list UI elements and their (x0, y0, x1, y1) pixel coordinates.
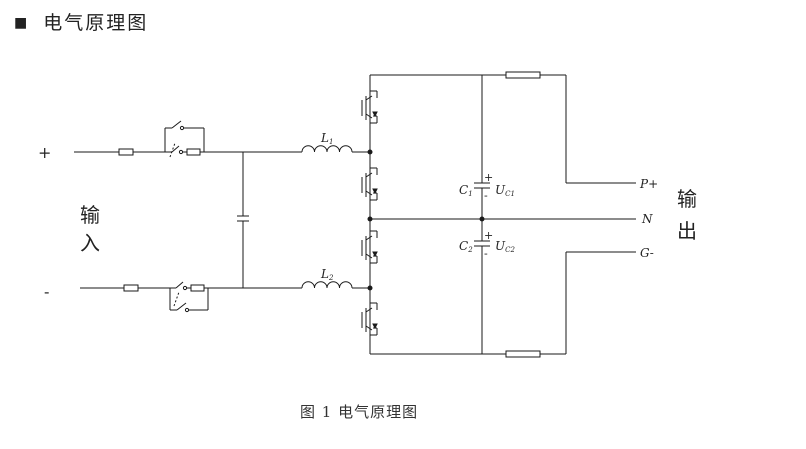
figure-caption: 图 1 电气原理图 (300, 403, 419, 421)
input-capacitor (237, 152, 249, 288)
capacitor-c1 (474, 182, 490, 241)
l1-label: L1 (320, 131, 333, 146)
igbt-3 (361, 230, 378, 264)
uc1-label: UC1 (495, 183, 515, 198)
inductor-l1 (301, 145, 370, 153)
c2-minus: - (484, 247, 488, 260)
junction-dot (367, 149, 373, 155)
top-input-rail (74, 120, 302, 158)
l2-label: L2 (320, 267, 334, 282)
output-fuse-top (505, 71, 636, 184)
capacitor-c2 (474, 240, 490, 354)
c1-plus: + (484, 171, 493, 184)
output-n-label: N (641, 212, 653, 226)
uc2-label: UC2 (495, 239, 515, 254)
relay-switch-top (164, 120, 205, 158)
igbt-2 (361, 167, 378, 201)
c2-plus: + (484, 229, 493, 242)
output-p-label: P+ (639, 177, 658, 191)
inductor-l2 (301, 281, 370, 289)
heading-bullet: ■ (14, 15, 30, 31)
heading-title: 电气原理图 (43, 12, 149, 34)
input-label-char1: 输 (80, 203, 100, 227)
c1-minus: - (484, 189, 488, 202)
fuse-bottom (123, 284, 139, 292)
c1-label: C1 (459, 183, 473, 198)
bottom-input-rail (80, 281, 302, 313)
igbt-4 (361, 302, 378, 336)
output-fuse-bottom (505, 251, 636, 358)
relay-switch-bottom (169, 281, 209, 313)
igbt-1 (361, 90, 378, 124)
input-label-char2: 入 (80, 231, 100, 255)
output-g-label: G- (640, 246, 654, 260)
input-plus-label: + (38, 143, 51, 162)
fuse-top (118, 148, 134, 156)
junction-dot (479, 216, 485, 222)
output-label-char2: 出 (677, 219, 697, 243)
junction-dot (367, 285, 373, 291)
page-heading: ■ 电气原理图 (14, 8, 148, 35)
c2-label: C2 (459, 239, 473, 254)
output-label-char1: 输 (677, 187, 697, 211)
input-minus-label: - (44, 282, 49, 301)
